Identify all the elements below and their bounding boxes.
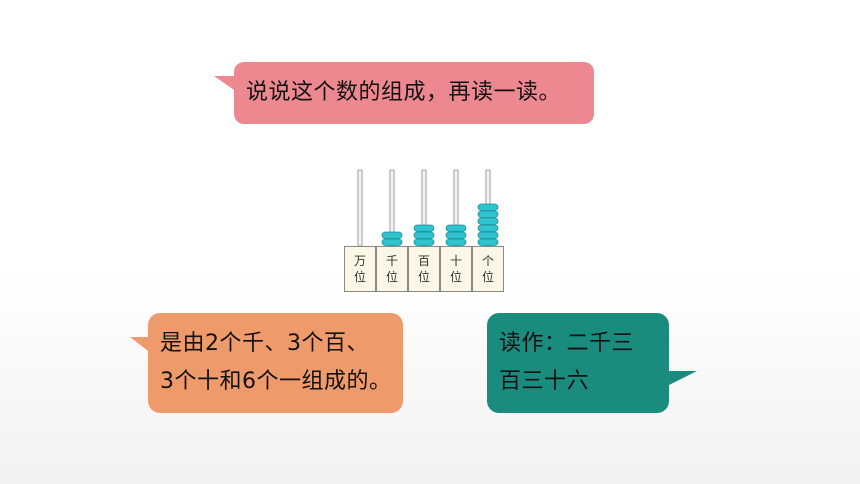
place-label-qian: 千 位 xyxy=(385,254,398,284)
prompt-text: 说说这个数的组成，再读一读。 xyxy=(246,80,562,105)
place-box-ge: 个 位 xyxy=(472,246,504,292)
bead-ge xyxy=(477,238,499,246)
bead-ge xyxy=(477,224,499,232)
composition-line-1: 是由2个千、3个百、 xyxy=(160,331,369,356)
rod-wan xyxy=(357,169,363,247)
bead-qian xyxy=(381,238,403,246)
bead-bai xyxy=(413,224,435,232)
abacus: 万 位 千 位 百 位 十 位 个 位 xyxy=(344,168,506,292)
bead-bai xyxy=(413,231,435,239)
bead-qian xyxy=(381,231,403,239)
bead-ge xyxy=(477,217,499,225)
composition-speech-bubble: 是由2个千、3个百、 3个十和6个一组成的。 xyxy=(130,313,403,413)
place-box-shi: 十 位 xyxy=(440,246,472,292)
composition-line-2: 3个十和6个一组成的。 xyxy=(160,369,392,394)
abacus-rods-and-beads xyxy=(357,169,499,247)
place-box-qian: 千 位 xyxy=(376,246,408,292)
place-label-shi: 十 位 xyxy=(449,254,462,284)
bead-shi xyxy=(445,231,467,239)
place-label-ge: 个 位 xyxy=(481,254,494,284)
place-label-bai: 百 位 xyxy=(417,254,430,284)
place-label-wan: 万 位 xyxy=(353,254,366,284)
bead-shi xyxy=(445,224,467,232)
place-box-bai: 百 位 xyxy=(408,246,440,292)
place-box-wan: 万 位 xyxy=(344,246,376,292)
bead-ge xyxy=(477,231,499,239)
bead-bai xyxy=(413,238,435,246)
reading-line-2: 百三十六 xyxy=(499,369,590,394)
prompt-speech-bubble: 说说这个数的组成，再读一读。 xyxy=(214,62,594,124)
bead-ge xyxy=(477,210,499,218)
reading-speech-bubble: 读作：二千三 百三十六 xyxy=(487,313,697,413)
bead-shi xyxy=(445,238,467,246)
reading-line-1: 读作：二千三 xyxy=(499,331,635,356)
bead-ge xyxy=(477,203,499,211)
